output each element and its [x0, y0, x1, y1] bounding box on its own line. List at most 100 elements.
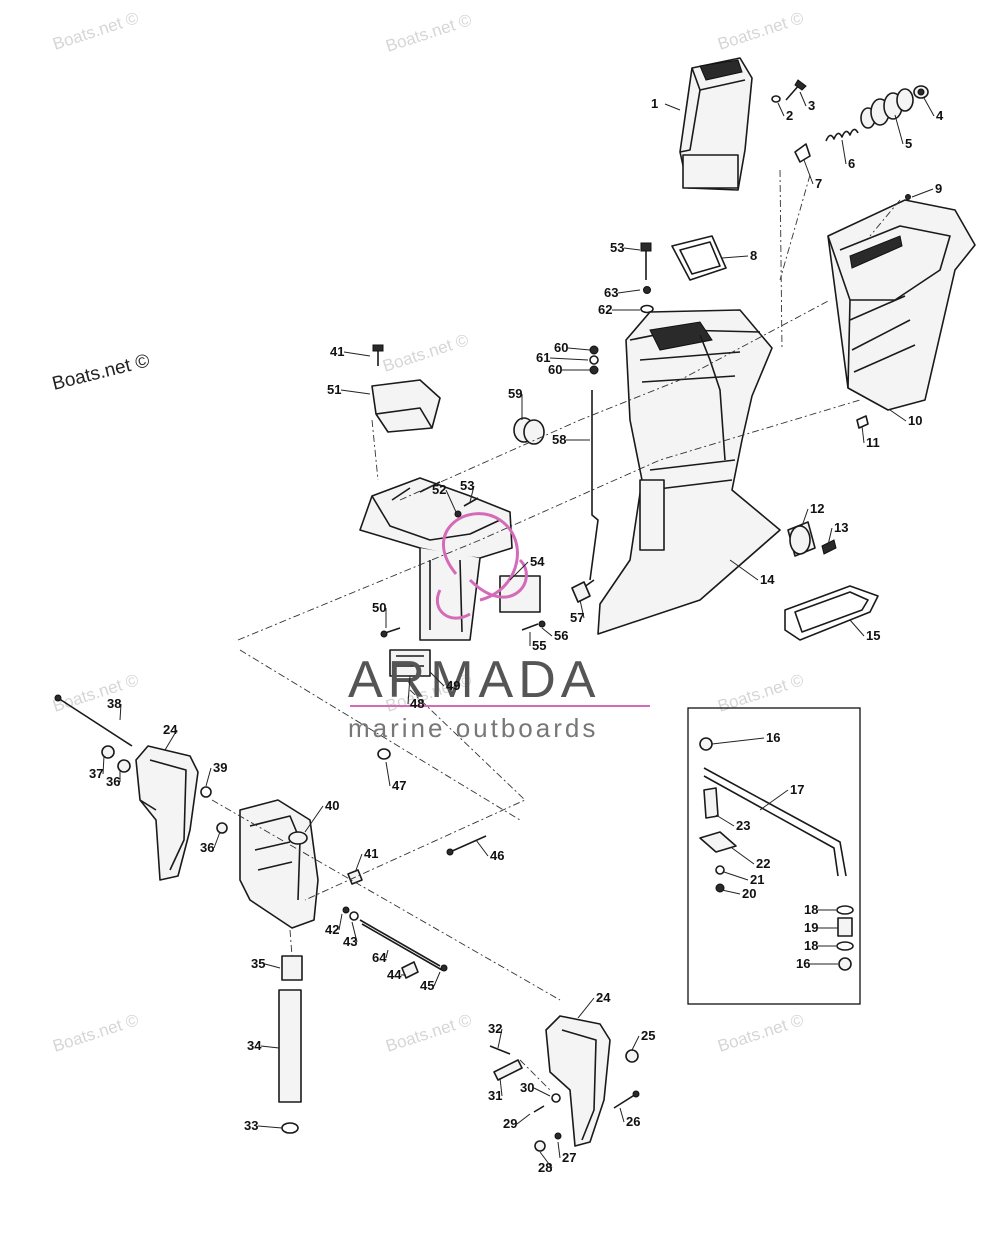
- part-24-clamp-bracket-right: [545, 1015, 611, 1147]
- callout-leader: [533, 1087, 551, 1097]
- part-18-washer-top: [836, 905, 854, 915]
- callout-leader: [623, 247, 641, 251]
- part-34-pin: [278, 989, 302, 1103]
- callout-12: 12: [810, 501, 824, 516]
- callout-50: 50: [372, 600, 386, 615]
- callout-14: 14: [760, 572, 775, 587]
- armada-logo: ARMADA marine outboards: [348, 512, 650, 743]
- callout-leader: [264, 963, 281, 969]
- callout-10: 10: [908, 413, 922, 428]
- callout-leader: [759, 789, 789, 811]
- callout-leader: [475, 839, 489, 857]
- callout-19: 19: [804, 920, 818, 935]
- callout-58: 58: [552, 432, 566, 447]
- callout-21: 21: [750, 872, 764, 887]
- callout-leader: [631, 1035, 640, 1051]
- callout-leader: [711, 737, 765, 745]
- part-51-cover: [371, 379, 441, 433]
- callout-47: 47: [392, 778, 406, 793]
- callout-leader: [119, 703, 122, 721]
- part-6-spring: [825, 128, 859, 142]
- part-59-bushing: [513, 417, 545, 445]
- callout-17: 17: [790, 782, 804, 797]
- callout-leader: [205, 767, 212, 787]
- callout-32: 32: [488, 1021, 502, 1036]
- part-23-stud: [703, 787, 719, 819]
- callout-16: 16: [766, 730, 780, 745]
- watermark-text: Boats.net ©: [383, 1010, 474, 1056]
- callout-leader: [407, 675, 411, 705]
- callout-62: 62: [598, 302, 612, 317]
- part-3-screw: [785, 79, 807, 101]
- part-19-bushing: [837, 917, 853, 937]
- part-31-screw: [493, 1059, 523, 1081]
- callout-leader: [664, 103, 681, 111]
- watermark-text: Boats.net ©: [715, 8, 806, 54]
- callout-leader: [911, 188, 934, 198]
- watermark-text: Boats.net ©: [383, 10, 474, 56]
- callout-leader: [509, 561, 529, 581]
- callout-15: 15: [866, 628, 880, 643]
- callout-leader: [801, 508, 809, 527]
- callout-1: 1: [651, 96, 658, 111]
- callout-37: 37: [89, 766, 103, 781]
- part-24-clamp-bracket-left: [135, 745, 199, 881]
- part-39-washer: [200, 786, 212, 798]
- callout-36: 36: [106, 774, 120, 789]
- callout-40: 40: [325, 798, 339, 813]
- part-13-bolt: [821, 539, 837, 555]
- part-4-grommet: [913, 85, 929, 99]
- part-16-nut-bottom: [838, 957, 852, 971]
- callout-leader: [721, 889, 741, 895]
- callout-leader: [304, 805, 324, 833]
- callout-24: 24: [163, 722, 178, 737]
- callout-11: 11: [866, 435, 880, 450]
- callout-leader: [731, 847, 755, 865]
- callout-35: 35: [251, 956, 265, 971]
- callout-leader: [894, 114, 904, 145]
- part-12-mount: [787, 521, 816, 557]
- callout-9: 9: [935, 181, 942, 196]
- part-43-washer: [349, 911, 359, 921]
- part-28-nut: [534, 1140, 546, 1152]
- callout-52: 52: [432, 482, 446, 497]
- callout-38: 38: [107, 696, 121, 711]
- callout-leader: [516, 1113, 531, 1125]
- part-53-bolt-b: [463, 497, 479, 507]
- part-58-shift-rod: [579, 390, 599, 591]
- callout-leader: [541, 627, 553, 637]
- watermark-main: Boats.net ©: [50, 350, 152, 394]
- callout-48: 48: [410, 696, 424, 711]
- callout-16: 16: [796, 956, 810, 971]
- part-2-washer: [771, 95, 781, 103]
- callout-13: 13: [834, 520, 848, 535]
- callout-leader: [723, 871, 749, 881]
- part-40-swivel-bracket: [239, 799, 319, 929]
- callout-leader: [803, 159, 814, 185]
- watermark-text: Boats.net ©: [50, 670, 141, 716]
- callout-leader: [343, 351, 371, 357]
- part-11-dowel: [856, 415, 869, 429]
- callout-leader: [429, 671, 445, 687]
- callout-6: 6: [848, 156, 855, 171]
- callout-leader: [257, 1125, 283, 1129]
- part-60-nut: [589, 345, 599, 355]
- callout-46: 46: [490, 848, 504, 863]
- part-45-nut: [440, 964, 448, 972]
- callout-30: 30: [520, 1080, 534, 1095]
- callout-leader: [355, 853, 363, 871]
- callout-56: 56: [554, 628, 568, 643]
- part-25-nut: [625, 1049, 639, 1063]
- callout-39: 39: [213, 760, 227, 775]
- part-10-cover: [827, 199, 976, 411]
- callout-51: 51: [327, 382, 341, 397]
- callout-28: 28: [538, 1160, 552, 1175]
- part-driveshaft-housing: [597, 309, 781, 635]
- callout-45: 45: [420, 978, 434, 993]
- callout-60: 60: [554, 340, 568, 355]
- callout-59: 59: [508, 386, 522, 401]
- callout-41: 41: [330, 344, 344, 359]
- callout-43: 43: [343, 934, 357, 949]
- callout-leader: [729, 559, 759, 581]
